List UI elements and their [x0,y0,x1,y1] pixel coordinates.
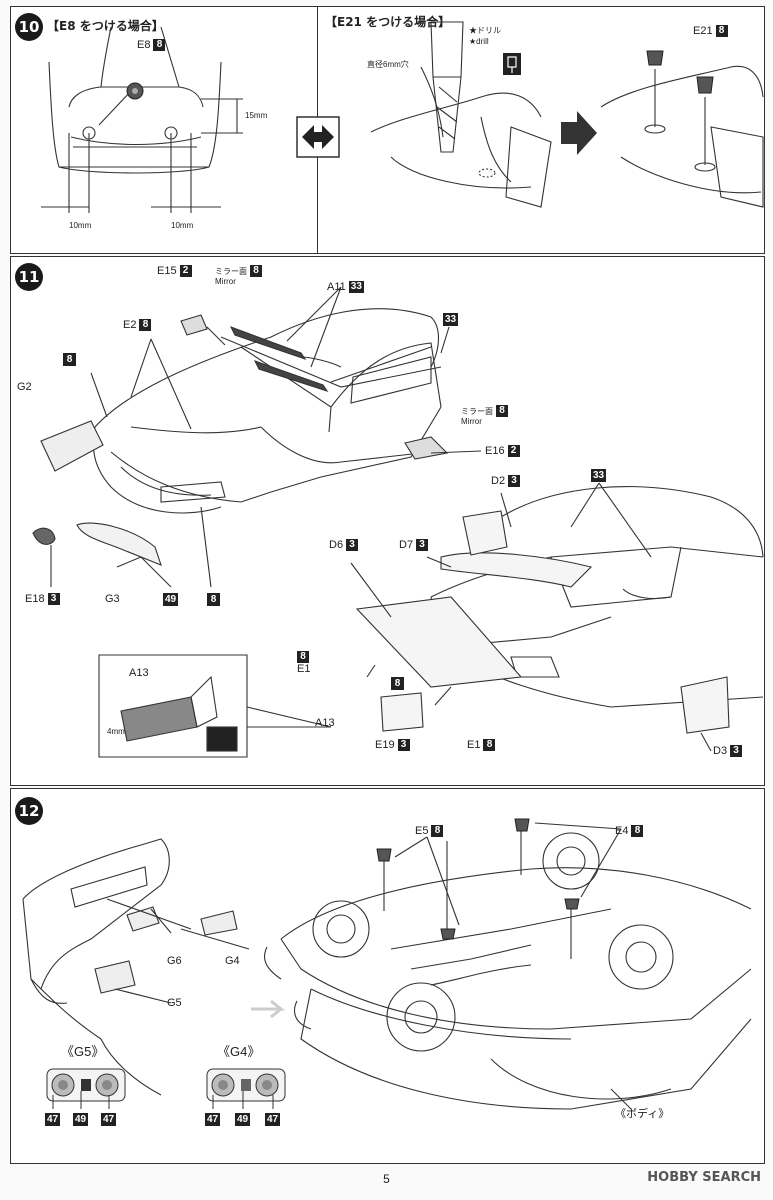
e4-color-code: 8 [631,825,644,837]
e1-right-color-code: 8 [483,739,496,751]
d3-part: D3 [713,745,728,757]
e5-color-code: 8 [431,825,444,837]
drill-label-jp: ★ドリル [469,26,501,35]
watermark: HOBBY SEARCH [647,1170,761,1185]
d6-color-code: 3 [346,539,359,551]
e18-part: E18 [25,593,45,605]
lens-g4-code-1: 47 [205,1113,221,1126]
e1-right-part: E1 [467,739,481,751]
d2-color-code: 3 [508,475,521,487]
e21-color-code: 8 [715,25,728,37]
e18-color-code: 3 [47,593,60,605]
color-code-g3-lens: 49 [163,593,179,606]
step-11-panel: 11 [10,256,765,786]
lens-g5-code-1: 47 [45,1113,61,1126]
dim-10mm-right: 10mm [171,221,194,230]
d2-part: D2 [491,475,506,487]
d6-part: D6 [329,539,344,551]
a13-inset-label: A13 [129,667,149,679]
lens-g4-code-2: 49 [235,1113,251,1126]
color-code-rear-stripe: 33 [591,469,607,482]
e16-part: E16 [485,445,505,457]
e1-left-callout: 8 E1 [297,651,310,675]
lens-g5-code-3: 47 [101,1113,117,1126]
step-10-drawing [41,21,764,213]
e15-part: E15 [157,265,177,277]
step-number-badge: 11 [15,263,43,291]
e2-color-code: 8 [139,319,152,331]
step-12-panel: 12 [10,788,765,1164]
color-code-body-stripe: 33 [443,313,459,326]
g3-label: G3 [105,593,120,605]
e2-part: E2 [123,319,137,331]
e8-part: E8 [137,39,151,51]
e1-left-part: E1 [297,663,311,675]
g2-label: G2 [17,381,32,393]
dim-15mm: 15mm [245,111,268,120]
color-code-rear-part: 8 [391,677,404,690]
color-code-front-body: 8 [63,353,76,366]
mirror-top-jp: ミラー面 [215,267,247,276]
mirror-top-en: Mirror [215,277,236,286]
step-12-drawing [22,818,752,1110]
d7-color-code: 3 [416,539,429,551]
a13-inset-dim: 4mm [107,727,125,736]
step-number-badge: 12 [15,797,43,825]
mirror-top-color-code: 8 [250,265,262,277]
g6-label: G6 [167,955,182,967]
a11-part: A11 [327,281,346,293]
d3-color-code: 3 [730,745,743,757]
e5-part: E5 [415,825,429,837]
e4-part: E4 [615,825,629,837]
g5-label: G5 [167,997,182,1009]
step-11-drawing [32,286,764,758]
e19-part: E19 [375,739,395,751]
mirror-side-en: Mirror [461,417,482,426]
step-10-panel: 10 【E8 をつける場合】 【E21 をつける場合】 [10,6,765,254]
color-code-front-bumper: 8 [207,593,220,606]
e15-color-code: 2 [179,265,192,277]
lens-g5-title: 《G5》 [61,1044,105,1059]
a11-color-code: 33 [348,281,364,293]
e19-color-code: 3 [397,739,410,751]
a13-callout: A13 [315,717,335,729]
step-10-left-title: 【E8 をつける場合】 [47,19,164,33]
hole-diameter-label: 直径6mm穴 [367,60,409,69]
g4-label: G4 [225,955,240,967]
e21-part: E21 [693,25,713,37]
e8-color-code: 8 [153,39,166,51]
body-label: 《ボディ》 [615,1108,670,1120]
e1-left-color-code: 8 [297,651,309,663]
lens-g5-code-2: 49 [73,1113,89,1126]
mirror-side-color-code: 8 [496,405,508,417]
step-number-badge: 10 [15,13,43,41]
e16-color-code: 2 [507,445,520,457]
mirror-side-jp: ミラー面 [461,407,493,416]
page-number: 5 [383,1172,390,1186]
d7-part: D7 [399,539,414,551]
lens-g4-code-3: 47 [265,1113,281,1126]
lens-g4-title: 《G4》 [217,1044,261,1059]
drill-label-en: ★drill [469,37,489,46]
dim-10mm-left: 10mm [69,221,92,230]
step-10-right-title: 【E21 をつける場合】 [325,15,451,29]
